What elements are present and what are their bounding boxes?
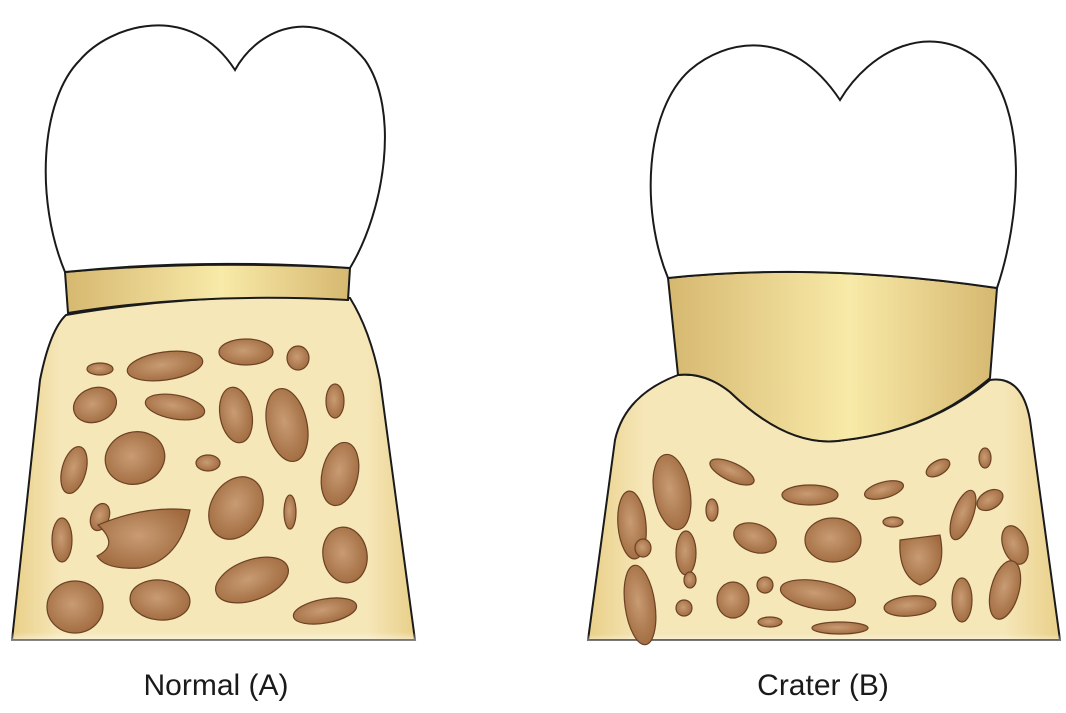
caption-normal: Normal (A) <box>143 668 288 704</box>
panel-crater <box>580 41 1066 650</box>
panel-normal <box>0 25 430 650</box>
caption-crater: Crater (B) <box>757 668 889 704</box>
crown-crater <box>651 41 1016 288</box>
crown-normal <box>46 25 385 272</box>
